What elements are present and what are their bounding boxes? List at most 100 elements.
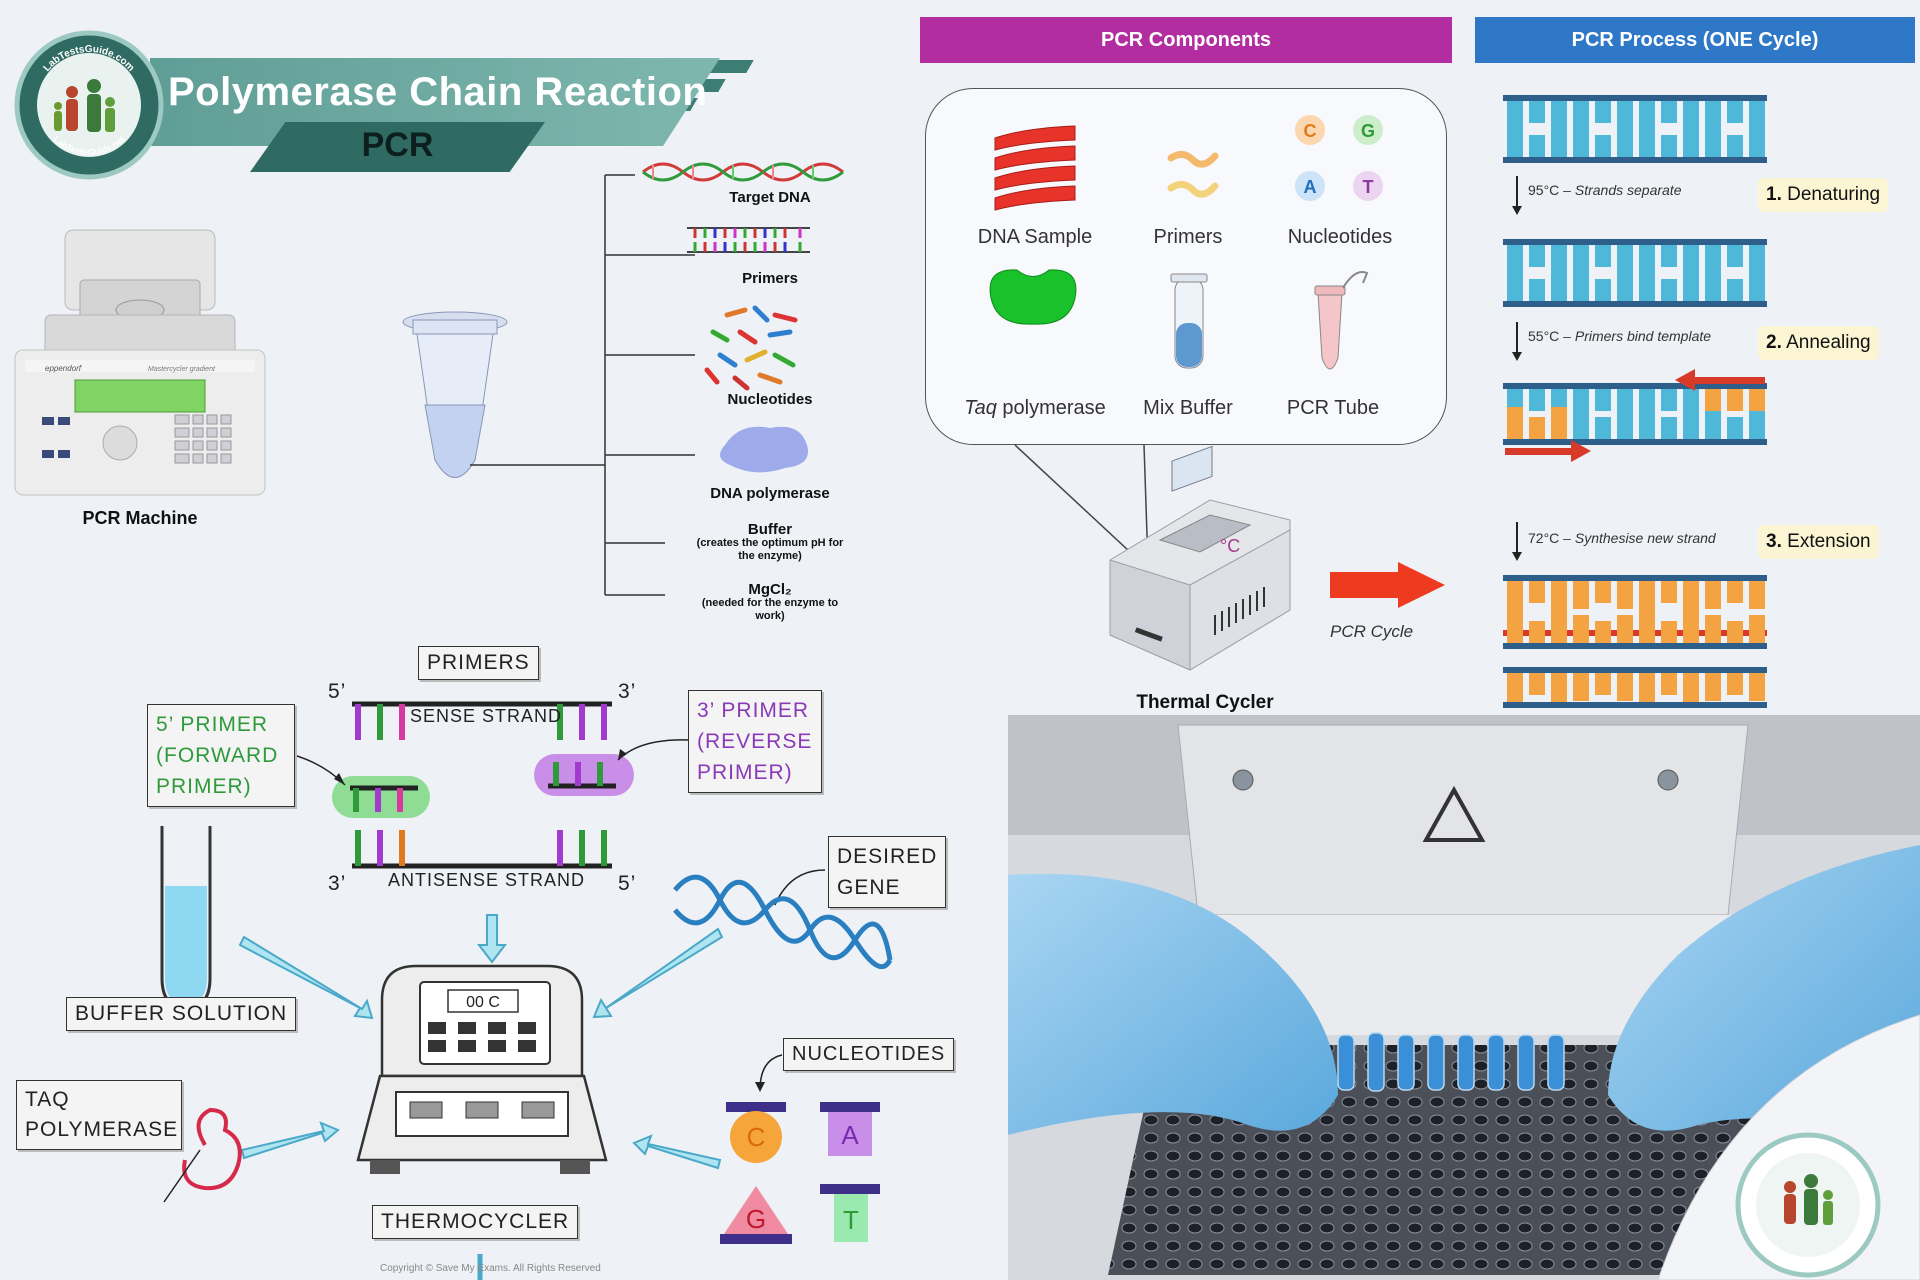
logo: LabTestsGuide.com LabTestsGuide.net bbox=[14, 30, 164, 180]
extended-low-base bbox=[1749, 673, 1765, 701]
taq-italic: Taq bbox=[964, 397, 997, 419]
extended-low-base bbox=[1639, 673, 1655, 705]
denatured-top-base bbox=[1617, 245, 1633, 273]
extended-mid-base bbox=[1529, 621, 1545, 643]
annealed-top-base bbox=[1705, 389, 1721, 417]
step-temp: 72°C bbox=[1528, 530, 1560, 546]
annealed-top-base bbox=[1529, 389, 1545, 411]
extended-top-base bbox=[1529, 581, 1545, 603]
forward-primer-line: 5’ PRIMER bbox=[156, 713, 269, 736]
extended-top-base bbox=[1727, 581, 1743, 603]
extended-mid-base bbox=[1705, 615, 1721, 643]
template-bottom-base bbox=[1573, 129, 1589, 157]
extended-mid-base bbox=[1683, 611, 1699, 643]
extended-mid-base bbox=[1749, 615, 1765, 643]
annealed-bottom-base bbox=[1551, 407, 1567, 439]
component-base-label: G bbox=[1361, 121, 1375, 141]
taq-polymerase-icon bbox=[989, 269, 1077, 325]
step-desc: Synthesise new strand bbox=[1574, 530, 1716, 546]
annealed-top-backbone bbox=[1503, 383, 1767, 389]
reverse-arrow bbox=[1693, 377, 1765, 384]
extended-mid-base bbox=[1661, 621, 1677, 643]
forward-primer-label: 5’ PRIMER (FORWARD PRIMER) bbox=[147, 704, 295, 807]
denatured-bottom-base bbox=[1749, 273, 1765, 301]
extended-low-base bbox=[1507, 673, 1523, 705]
reverse-primer-line: (REVERSE bbox=[697, 730, 813, 753]
base-a-icon: A bbox=[1295, 171, 1325, 201]
tube-item-label: Primers bbox=[742, 270, 798, 287]
thermocycler-label: THERMOCYCLER bbox=[372, 1205, 579, 1239]
target-dna-icon bbox=[642, 162, 844, 182]
template-bottom-base bbox=[1727, 135, 1743, 157]
step-temp: 55°C bbox=[1528, 328, 1560, 344]
denatured-top-backbone bbox=[1503, 239, 1767, 245]
template-bottom-base bbox=[1617, 129, 1633, 157]
extended-top-backbone bbox=[1503, 575, 1767, 581]
nucleotides-label: NUCLEOTIDES bbox=[783, 1038, 955, 1071]
extended-top-base bbox=[1551, 581, 1567, 613]
base-c-shape: C bbox=[726, 1102, 786, 1163]
denatured-top-base bbox=[1705, 245, 1721, 273]
step-note: 95°C – Strands separate bbox=[1528, 182, 1682, 198]
components-header: PCR Components bbox=[920, 17, 1452, 63]
step-number: 3. bbox=[1766, 531, 1782, 552]
step-extension: 3. Extension bbox=[1758, 525, 1879, 559]
step-arrow-icon bbox=[1510, 522, 1524, 567]
sketch-base-label: G bbox=[746, 1204, 766, 1234]
extended-top-base bbox=[1705, 581, 1721, 609]
pcr-cycle-label: PCR Cycle bbox=[1330, 622, 1414, 641]
antisense-3prime: 3’ bbox=[328, 872, 347, 895]
template-bottom-backbone bbox=[1503, 157, 1767, 163]
process-header: PCR Process (ONE Cycle) bbox=[1475, 17, 1915, 63]
family-icon bbox=[54, 79, 115, 132]
component-label-taq: Taq polymerase bbox=[950, 397, 1120, 420]
hot-surface-icon bbox=[1422, 785, 1486, 842]
template-top-base bbox=[1749, 101, 1765, 129]
annealed-bottom-base bbox=[1529, 417, 1545, 439]
extended-low-base bbox=[1727, 673, 1743, 695]
component-label-dna-sample: DNA Sample bbox=[977, 226, 1093, 248]
denatured-top-base bbox=[1573, 245, 1589, 273]
step-number: 1. bbox=[1766, 184, 1782, 205]
extended-low-base bbox=[1683, 673, 1699, 705]
extended-mid-base bbox=[1727, 621, 1743, 643]
reverse-primer-line: 3’ PRIMER bbox=[697, 699, 810, 722]
extended-bottom-backbone bbox=[1503, 702, 1767, 708]
extended-mid-base bbox=[1551, 611, 1567, 643]
annealed-bottom-base bbox=[1573, 411, 1589, 439]
buffer-tube-icon bbox=[160, 826, 212, 1010]
extended-top-base bbox=[1661, 581, 1677, 603]
template-top-backbone bbox=[1503, 95, 1767, 101]
base-c-icon: C bbox=[1295, 115, 1325, 145]
mix-buffer-icon bbox=[1170, 273, 1208, 369]
thermal-cycler-label: Thermal Cycler bbox=[1136, 692, 1274, 713]
antisense-strand-label: ANTISENSE STRAND bbox=[388, 870, 586, 890]
tube-item-label: DNA polymerase bbox=[710, 485, 830, 502]
dna-sample-icon bbox=[994, 125, 1076, 211]
extended-low-backbone bbox=[1503, 667, 1767, 673]
thermocycler-display: 00 C bbox=[466, 994, 500, 1011]
extended-top-base bbox=[1507, 581, 1523, 613]
template-bottom-base bbox=[1551, 125, 1567, 157]
pcr-machine-label: PCR Machine bbox=[82, 508, 198, 528]
annealed-bottom-base bbox=[1749, 411, 1765, 439]
annealed-bottom-base bbox=[1617, 411, 1633, 439]
machine-model: Mastercycler gradient bbox=[148, 366, 216, 373]
extended-top-base bbox=[1617, 581, 1633, 609]
annealed-top-base bbox=[1617, 389, 1633, 417]
extended-top-base bbox=[1683, 581, 1699, 613]
annealed-bottom-base bbox=[1727, 417, 1743, 439]
base-g-shape: G bbox=[720, 1186, 792, 1244]
template-top-base bbox=[1573, 101, 1589, 129]
annealed-bottom-base bbox=[1683, 407, 1699, 439]
denatured-bottom-base bbox=[1683, 269, 1699, 301]
page-title: Polymerase Chain Reaction bbox=[168, 70, 708, 114]
sense-strand-label: SENSE STRAND bbox=[410, 706, 563, 726]
tube-item-label: Buffer bbox=[747, 521, 793, 538]
step-number: 2. bbox=[1766, 332, 1782, 353]
watermark-family-icon bbox=[1784, 1174, 1833, 1225]
denatured-bottom-base bbox=[1617, 273, 1633, 301]
tube-item-note: (creates the optimum pH for the enzyme) bbox=[696, 537, 844, 562]
taq-polymerase-label: TAQ POLYMERASE bbox=[16, 1080, 182, 1150]
thermal-cycler-illustration: °C bbox=[1014, 444, 1445, 671]
